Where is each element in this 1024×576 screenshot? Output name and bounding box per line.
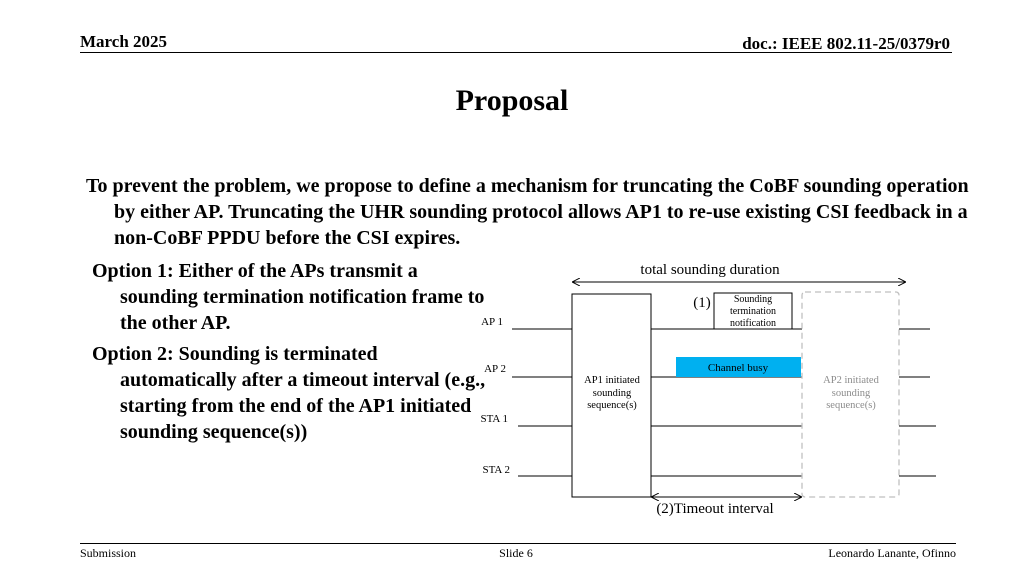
row-label-ap1: AP 1 — [481, 316, 503, 328]
row-label-sta2: STA 2 — [482, 464, 510, 476]
footer-author: Leonardo Lanante, Ofinno — [828, 546, 956, 560]
channel-busy-label: Channel busy — [708, 362, 769, 374]
ap2-sequence-label: AP2 initiated sounding sequence(s) — [823, 375, 879, 411]
header-rule — [80, 52, 952, 53]
sounding-timing-diagram: total sounding duration AP 1 AP 2 STA 1 … — [480, 262, 936, 517]
footer-rule — [80, 543, 956, 544]
row-label-sta1: STA 1 — [480, 413, 508, 425]
header-doc-id: doc.: IEEE 802.11-25/0379r0 — [742, 34, 950, 53]
timeout-label: (2)Timeout interval — [656, 501, 773, 517]
row-label-ap2: AP 2 — [484, 363, 506, 375]
ap1-sequence-box — [571, 293, 652, 498]
slide-title: Proposal — [455, 84, 569, 117]
marker-1: (1) — [693, 295, 711, 311]
option-1-text: Option 1: Either of the APs transmit a s… — [92, 260, 485, 334]
intro-paragraph: To prevent the problem, we propose to de… — [86, 175, 969, 249]
total-duration-label: total sounding duration — [640, 262, 780, 278]
footer-slide-number: Slide 6 — [499, 546, 533, 560]
option-2-text: Option 2: Sounding is terminated automat… — [92, 343, 486, 443]
ap1-sequence-label: AP1 initiated sounding sequence(s) — [584, 375, 640, 411]
termination-notification-label: Sounding termination notification — [729, 294, 777, 329]
footer-submission: Submission — [80, 546, 137, 560]
header-date: March 2025 — [80, 32, 168, 51]
ap2-sequence-box — [801, 291, 900, 498]
channel-busy-bar — [676, 357, 801, 377]
termination-notification-box — [713, 292, 793, 330]
